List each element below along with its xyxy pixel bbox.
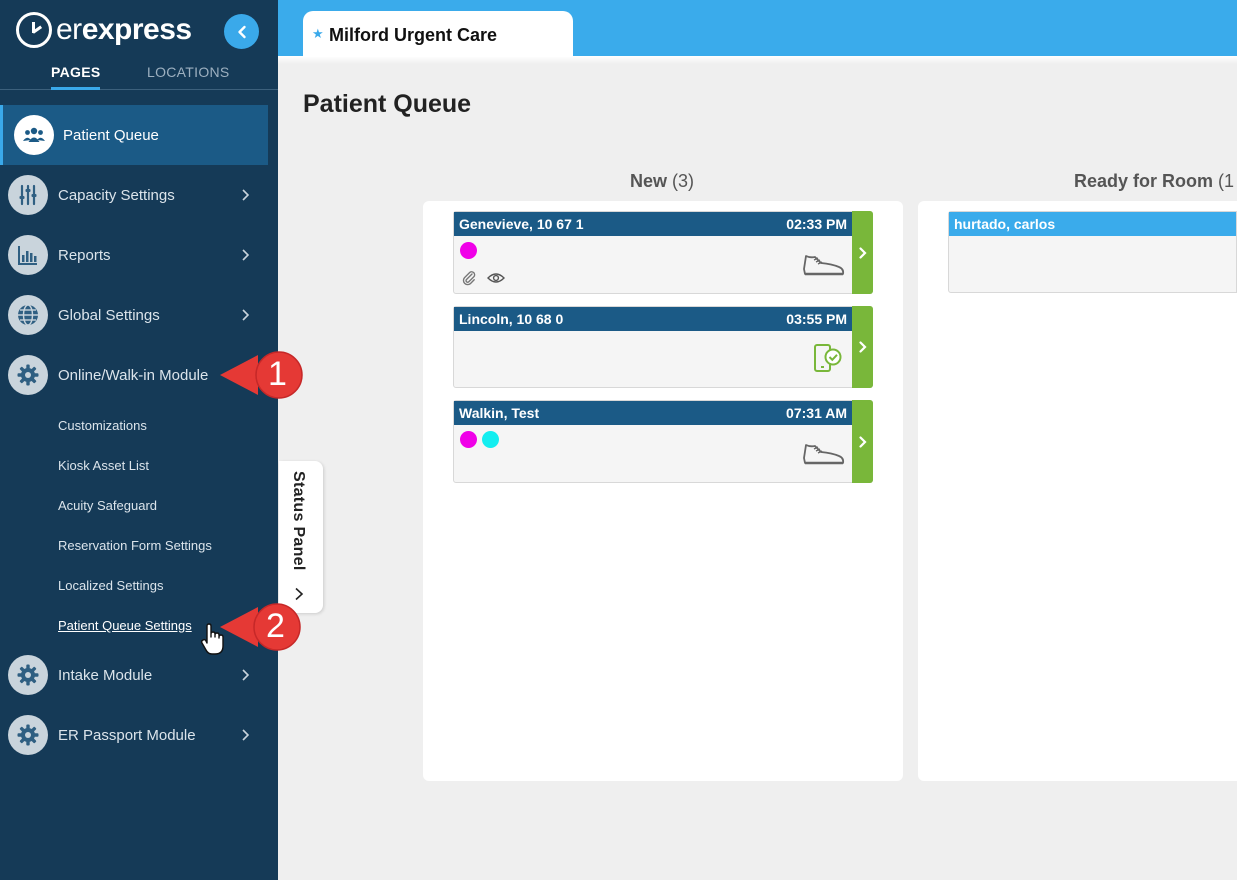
hand-pointer-cursor-icon: [200, 623, 224, 655]
patient-card[interactable]: Lincoln, 10 68 0 03:55 PM: [453, 306, 873, 388]
queue-column-new: [423, 201, 903, 781]
callout-number-1: 1: [268, 355, 287, 393]
chevron-right-icon: [858, 341, 867, 353]
sliders-icon: [8, 175, 48, 215]
patient-name: hurtado, carlos: [954, 216, 1056, 232]
gear-icon: [8, 715, 48, 755]
patient-card[interactable]: hurtado, carlos: [948, 211, 1237, 293]
logo-text: erexpress: [56, 13, 192, 46]
sidebar-item-reports[interactable]: Reports: [0, 225, 268, 285]
paperclip-icon[interactable]: [461, 270, 477, 286]
sidebar-item-label: Global Settings: [58, 306, 160, 324]
advance-patient-button[interactable]: [852, 400, 873, 483]
gear-icon: [8, 655, 48, 695]
gear-icon: [8, 355, 48, 395]
location-name: Milford Urgent Care: [329, 25, 498, 45]
erexpress-logo[interactable]: erexpress: [16, 12, 192, 48]
location-tab[interactable]: ★ Milford Urgent Care: [303, 11, 573, 57]
column-header-ready-for-room: Ready for Room (1: [1074, 171, 1235, 191]
chevron-right-icon: [242, 729, 250, 741]
patient-time: 07:31 AM: [786, 405, 847, 421]
shoe-icon: [803, 255, 845, 276]
patient-time: 03:55 PM: [786, 311, 847, 327]
column-header-new: New (3): [630, 171, 695, 191]
chevron-right-icon: [242, 309, 250, 321]
sidebar-subitem-patient-queue-settings[interactable]: Patient Queue Settings: [58, 618, 192, 633]
sidebar-subitem-kiosk-asset-list[interactable]: Kiosk Asset List: [58, 458, 150, 473]
sidebar-item-online-walkin-module[interactable]: Online/Walk-in Module: [0, 345, 268, 405]
chevron-right-icon: [242, 669, 250, 681]
sidebar-item-intake-module[interactable]: Intake Module: [0, 645, 268, 705]
patient-time: 02:33 PM: [786, 216, 847, 232]
patient-card-header: hurtado, carlos: [949, 212, 1236, 236]
sidebar-item-patient-queue[interactable]: Patient Queue: [0, 105, 268, 165]
sidebar-item-capacity-settings[interactable]: Capacity Settings: [0, 165, 268, 225]
sidebar-item-label: Reports: [58, 246, 111, 264]
phone-check-icon: [814, 344, 842, 372]
advance-patient-button[interactable]: [852, 211, 873, 294]
status-dot-cyan: [482, 431, 499, 448]
chevron-left-icon: [237, 25, 246, 38]
eye-icon[interactable]: [487, 271, 505, 285]
sidebar-subitem-reservation-form-settings[interactable]: Reservation Form Settings: [58, 538, 212, 553]
tab-locations[interactable]: LOCATIONS: [147, 64, 230, 80]
callout-badge-2: [220, 603, 301, 651]
patient-name: Walkin, Test: [459, 405, 540, 421]
advance-patient-button[interactable]: [852, 306, 873, 388]
sidebar-item-label: Intake Module: [58, 666, 153, 684]
status-panel-label: Status Panel: [290, 471, 307, 571]
status-panel-toggle[interactable]: Status Panel: [279, 461, 323, 613]
callout-number-2: 2: [266, 607, 285, 645]
sidebar-subitem-localized-settings[interactable]: Localized Settings: [58, 578, 164, 593]
sidebar-item-label: Online/Walk-in Module: [58, 366, 209, 384]
clock-logo-icon: [16, 12, 52, 48]
star-icon: ★: [312, 26, 324, 41]
collapse-sidebar-button[interactable]: [224, 14, 259, 49]
sidebar-tabs: PAGES LOCATIONS: [0, 58, 278, 90]
top-bar-shadow: [278, 56, 1237, 64]
users-icon: [14, 115, 54, 155]
patient-card[interactable]: Genevieve, 10 67 1 02:33 PM: [453, 211, 873, 294]
chevron-right-icon: [242, 189, 250, 201]
shoe-icon: [803, 444, 845, 465]
chevron-right-icon: [295, 587, 304, 601]
tab-pages[interactable]: PAGES: [51, 64, 101, 90]
chevron-right-icon: [858, 246, 867, 259]
sidebar: erexpress PAGES LOCATIONS Patient Queue …: [0, 0, 278, 880]
patient-card-header: Walkin, Test 07:31 AM: [454, 401, 872, 425]
status-dot-magenta: [460, 431, 477, 448]
chevron-right-icon: [858, 435, 867, 448]
sidebar-subitem-customizations[interactable]: Customizations: [58, 418, 147, 433]
globe-icon: [8, 295, 48, 335]
queue-column-ready-for-room: [918, 201, 1237, 781]
bar-chart-icon: [8, 235, 48, 275]
patient-card-header: Lincoln, 10 68 0 03:55 PM: [454, 307, 872, 331]
sidebar-item-global-settings[interactable]: Global Settings: [0, 285, 268, 345]
patient-card-header: Genevieve, 10 67 1 02:33 PM: [454, 212, 872, 236]
sidebar-item-label: Patient Queue: [63, 126, 159, 144]
sidebar-item-label: ER Passport Module: [58, 726, 196, 744]
status-dot-magenta: [460, 242, 477, 259]
callout-badge-1: [220, 351, 303, 399]
patient-name: Genevieve, 10 67 1: [459, 216, 584, 232]
sidebar-subitem-acuity-safeguard[interactable]: Acuity Safeguard: [58, 498, 158, 513]
patient-card[interactable]: Walkin, Test 07:31 AM: [453, 400, 873, 483]
sidebar-item-label: Capacity Settings: [58, 186, 175, 204]
patient-name: Lincoln, 10 68 0: [459, 311, 564, 327]
chevron-right-icon: [242, 249, 250, 261]
sidebar-item-er-passport-module[interactable]: ER Passport Module: [0, 705, 268, 765]
page-title: Patient Queue: [303, 90, 472, 118]
